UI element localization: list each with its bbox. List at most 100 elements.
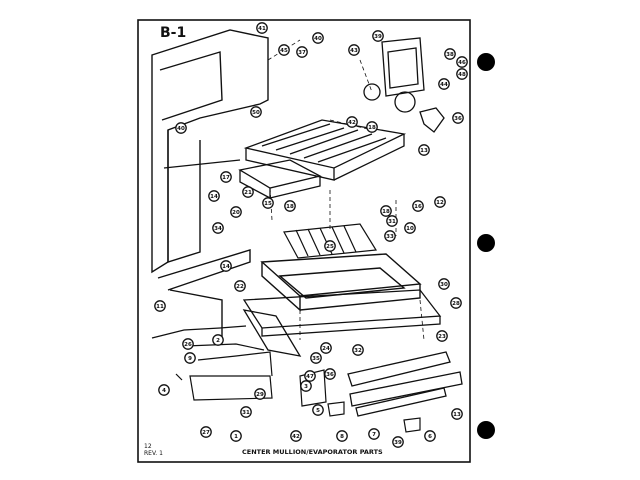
callout-number: 46: [458, 60, 466, 66]
callout-13: 13: [418, 144, 430, 156]
callout-32: 32: [352, 344, 364, 356]
callout-number: 41: [258, 26, 266, 32]
callout-number: 16: [414, 204, 422, 210]
corner-note-line2: REV. 1: [144, 450, 163, 457]
callout-bubble: [380, 205, 392, 217]
callout-22: 22: [234, 280, 246, 292]
callout-bubble: [438, 78, 450, 90]
callout-number: 37: [298, 50, 306, 56]
callout-number: 20: [232, 210, 240, 216]
callout-number: 30: [440, 282, 448, 288]
callout-41: 41: [256, 22, 268, 34]
callout-bubble: [386, 215, 398, 227]
callout-bubble: [262, 197, 274, 209]
callout-39: 39: [392, 436, 404, 448]
callout-number: 45: [280, 48, 288, 54]
callout-bubble: [175, 122, 187, 134]
section-label: B-1: [160, 25, 186, 41]
callout-bubble: [452, 112, 464, 124]
callout-bubble: [184, 352, 196, 364]
callout-31: 31: [240, 406, 252, 418]
callout-number: 17: [222, 175, 230, 181]
callout-37: 37: [296, 46, 308, 58]
callout-bubble: [324, 240, 336, 252]
callout-number: 10: [406, 226, 414, 232]
callout-number: 3: [304, 384, 308, 390]
callout-45: 45: [278, 44, 290, 56]
callout-bubble: [436, 330, 448, 342]
callout-bubble: [242, 186, 254, 198]
callout-bubble: [230, 430, 242, 442]
fan-housing: [363, 37, 445, 133]
callout-bubble: [450, 297, 462, 309]
callout-number: 14: [222, 264, 230, 270]
drain-pan: [242, 289, 442, 337]
callout-number: 14: [210, 194, 218, 200]
callout-30: 30: [438, 278, 450, 290]
callout-31: 31: [386, 215, 398, 227]
callout-26: 26: [182, 338, 194, 350]
callout-bubble: [404, 222, 416, 234]
callout-number: 35: [312, 356, 320, 362]
callout-number: 26: [184, 342, 192, 348]
callout-17: 17: [220, 171, 232, 183]
callout-27: 27: [200, 426, 212, 438]
callout-number: 34: [214, 226, 222, 232]
callout-9: 9: [184, 352, 196, 364]
control-box: [238, 159, 322, 200]
callout-number: 29: [256, 392, 264, 398]
callout-bubble: [310, 352, 322, 364]
callout-bubble: [456, 68, 468, 80]
callout-number: 6: [428, 434, 432, 440]
diagram-border: [137, 19, 471, 463]
callout-number: 33: [386, 234, 394, 240]
callout-number: 12: [436, 200, 444, 206]
callout-6: 6: [424, 430, 436, 442]
callout-number: 38: [446, 52, 454, 58]
callout-23: 23: [436, 330, 448, 342]
callout-40: 40: [175, 122, 187, 134]
callout-14: 14: [220, 260, 232, 272]
callout-bubble: [320, 342, 332, 354]
callout-bubble: [154, 300, 166, 312]
callout-15: 15: [262, 197, 274, 209]
callout-number: 47: [306, 374, 314, 380]
callout-bubble: [158, 384, 170, 396]
callout-number: 18: [368, 125, 376, 131]
callout-bubble: [200, 426, 212, 438]
evaporator-coil: [283, 223, 378, 259]
callout-bubble: [208, 190, 220, 202]
callout-number: 13: [453, 412, 461, 418]
callout-number: 4: [162, 388, 166, 394]
callout-12: 12: [434, 196, 446, 208]
callout-bubble: [366, 121, 378, 133]
corner-note-line1: 12: [144, 443, 152, 450]
callout-11: 11: [154, 300, 166, 312]
callout-number: 18: [382, 209, 390, 215]
evaporator-plate: [243, 119, 407, 181]
callout-1: 1: [230, 430, 242, 442]
callout-47: 47: [304, 370, 316, 382]
callout-number: 48: [458, 72, 466, 78]
callout-number: 39: [394, 440, 402, 446]
callout-number: 40: [177, 126, 185, 132]
callout-bubble: [324, 368, 336, 380]
callout-24: 24: [320, 342, 332, 354]
callout-bubble: [284, 200, 296, 212]
callout-number: 23: [438, 334, 446, 340]
callout-2: 2: [212, 334, 224, 346]
callout-42: 42: [290, 430, 302, 442]
callout-number: 13: [420, 148, 428, 154]
callout-bubble: [304, 370, 316, 382]
callout-number: 42: [348, 120, 356, 126]
wiring-and-brackets: [151, 159, 421, 433]
callout-number: 5: [316, 408, 320, 414]
callout-number: 31: [388, 219, 396, 225]
callout-number: 25: [326, 244, 334, 250]
callout-44: 44: [438, 78, 450, 90]
callout-number: 7: [372, 432, 376, 438]
callout-10: 10: [404, 222, 416, 234]
callout-7: 7: [368, 428, 380, 440]
callout-40: 40: [312, 32, 324, 44]
